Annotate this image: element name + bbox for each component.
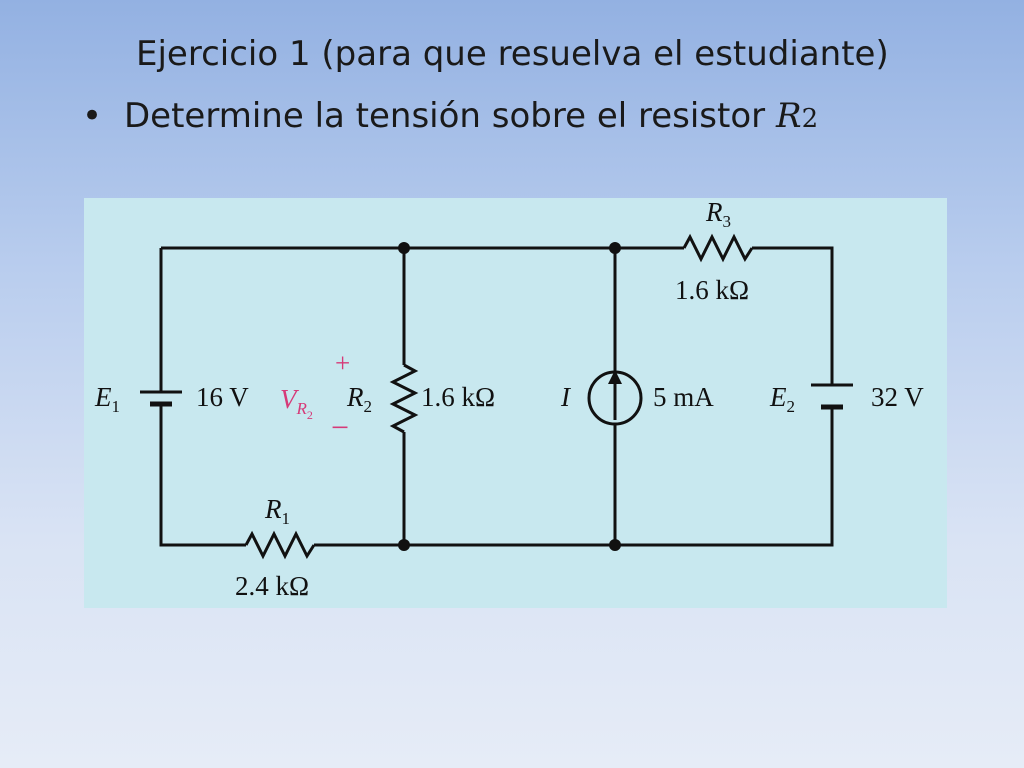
r2-value: 1.6 kΩ xyxy=(421,382,495,412)
junction-bottom-i xyxy=(609,539,621,551)
i-value: 5 mA xyxy=(653,382,714,412)
r2-label: R2 xyxy=(346,382,372,416)
circuit-diagram: E1 16 V + − VR2 R2 1.6 kΩ I 5 mA E2 32 V… xyxy=(84,198,947,608)
junction-top-i xyxy=(609,242,621,254)
r3-resistor xyxy=(682,233,754,263)
r2-resistor xyxy=(389,363,419,434)
i-label: I xyxy=(560,382,572,412)
left-wire-bottom xyxy=(159,404,246,547)
current-arrow-head xyxy=(608,370,622,384)
r3-value: 1.6 kΩ xyxy=(675,275,749,305)
slide-title: Ejercicio 1 (para que resuelva el estudi… xyxy=(136,34,889,74)
r1-resistor xyxy=(244,530,316,560)
e2-value: 32 V xyxy=(871,382,924,412)
vr2-plus: + xyxy=(335,348,350,378)
e2-label: E2 xyxy=(769,382,795,416)
bottom-wire xyxy=(314,407,834,547)
bullet-math-letter: R xyxy=(775,96,802,136)
r1-value: 2.4 kΩ xyxy=(235,571,309,601)
vr2-label: VR2 xyxy=(280,384,313,422)
junction-bottom-r2 xyxy=(398,539,410,551)
e1-label: E1 xyxy=(94,382,120,416)
bullet-dot: • xyxy=(82,96,103,136)
r3-label: R3 xyxy=(705,198,731,231)
r1-label: R1 xyxy=(264,494,290,528)
junction-top-r2 xyxy=(398,242,410,254)
bullet-question: •Determine la tensión sobre el resistor … xyxy=(82,96,818,136)
vr2-minus: − xyxy=(331,409,349,445)
bullet-text: Determine la tensión sobre el resistor xyxy=(124,96,776,136)
circuit-svg: E1 16 V + − VR2 R2 1.6 kΩ I 5 mA E2 32 V… xyxy=(94,198,924,601)
top-right-wire xyxy=(752,246,834,385)
e1-value: 16 V xyxy=(196,382,249,412)
bullet-math-subscript: 2 xyxy=(801,104,819,134)
